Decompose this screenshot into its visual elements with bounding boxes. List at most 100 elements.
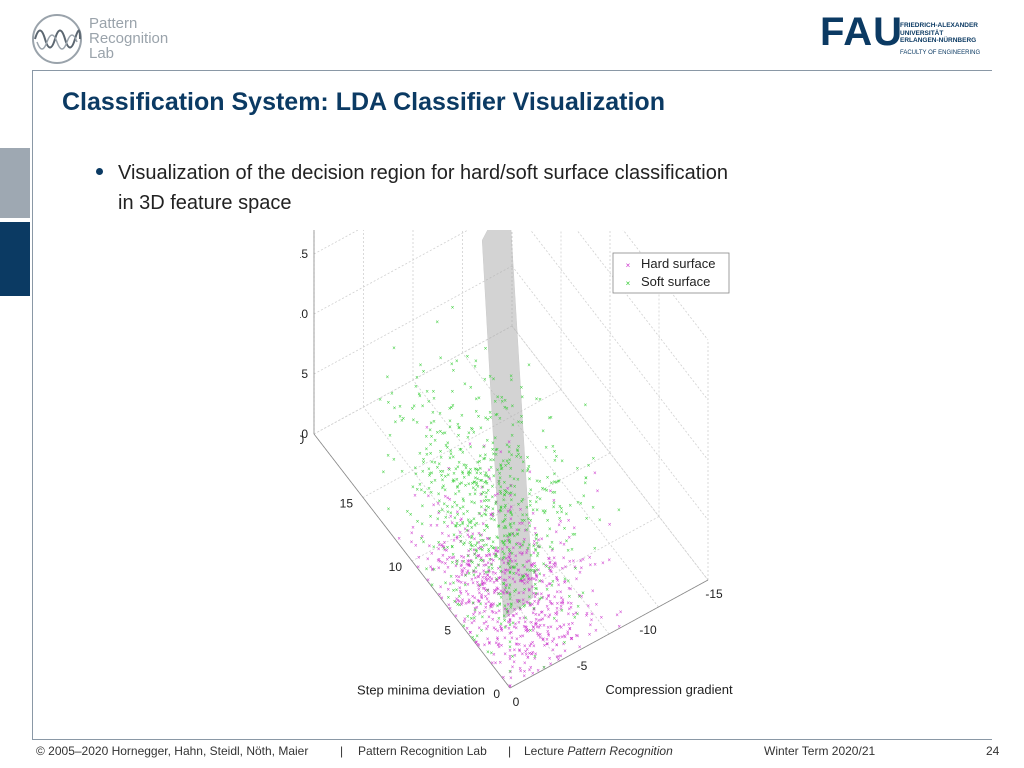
hard-surface-point: ×: [541, 610, 545, 616]
hard-surface-point: ×: [525, 551, 529, 557]
soft-surface-point: ×: [508, 445, 512, 451]
soft-surface-point: ×: [496, 536, 500, 542]
soft-surface-point: ×: [456, 423, 460, 429]
soft-surface-point: ×: [529, 488, 533, 494]
soft-surface-point: ×: [487, 547, 491, 553]
soft-surface-point: ×: [462, 624, 466, 630]
hard-surface-point: ×: [575, 577, 579, 583]
soft-surface-point: ×: [451, 545, 455, 551]
y-axis-line: [313, 433, 511, 689]
slide-title: Classification System: LDA Classifier Vi…: [62, 88, 665, 117]
soft-surface-point: ×: [458, 603, 462, 609]
hard-surface-point: ×: [520, 552, 524, 558]
soft-surface-point: ×: [450, 406, 454, 412]
hard-surface-point: ×: [588, 555, 592, 561]
hard-surface-point: ×: [505, 583, 509, 589]
soft-surface-point: ×: [528, 477, 532, 483]
soft-surface-point: ×: [569, 503, 573, 509]
soft-surface-point: ×: [520, 415, 524, 421]
hard-surface-point: ×: [545, 637, 549, 643]
hard-surface-point: ×: [459, 580, 463, 586]
hard-surface-point: ×: [562, 556, 566, 562]
soft-surface-point: ×: [475, 468, 479, 474]
soft-surface-point: ×: [438, 499, 442, 505]
hard-surface-point: ×: [542, 665, 546, 671]
soft-surface-point: ×: [475, 634, 479, 640]
soft-surface-point: ×: [465, 528, 469, 534]
hard-surface-point: ×: [494, 579, 498, 585]
hard-surface-point: ×: [548, 656, 552, 662]
soft-surface-point: ×: [460, 481, 464, 487]
hard-surface-point: ×: [410, 540, 414, 546]
hard-surface-point: ×: [523, 661, 527, 667]
soft-surface-point: ×: [429, 515, 433, 521]
soft-surface-point: ×: [520, 420, 524, 426]
hard-surface-point: ×: [485, 578, 489, 584]
soft-surface-point: ×: [528, 503, 532, 509]
hard-surface-point: ×: [556, 579, 560, 585]
lda-3d-scatter-plot: ××××××××××××××××××××××××××××××××××××××××…: [300, 230, 733, 709]
y-tick-label: 20: [300, 433, 304, 447]
hard-surface-point: ×: [478, 599, 482, 605]
soft-surface-point: ×: [444, 443, 448, 449]
soft-surface-point: ×: [480, 505, 484, 511]
z-tick-label: 15: [300, 247, 308, 261]
hard-surface-point: ×: [521, 551, 525, 557]
hard-surface-point: ×: [494, 588, 498, 594]
side-wall-grid-line: [576, 230, 709, 401]
hard-surface-point: ×: [525, 601, 529, 607]
hard-surface-point: ×: [494, 494, 498, 500]
lab-name-line-2: Recognition: [89, 31, 168, 46]
hard-surface-point: ×: [534, 622, 538, 628]
hard-surface-point: ×: [463, 581, 467, 587]
soft-surface-point: ×: [508, 540, 512, 546]
hard-surface-point: ×: [557, 636, 561, 642]
hard-surface-point: ×: [594, 628, 598, 634]
floor-grid-line: [363, 406, 560, 662]
hard-surface-point: ×: [496, 643, 500, 649]
footer-lab: Pattern Recognition Lab: [358, 744, 487, 758]
soft-surface-point: ×: [417, 392, 421, 398]
soft-surface-point: ×: [538, 579, 542, 585]
soft-surface-point: ×: [528, 543, 532, 549]
hard-surface-point: ×: [454, 564, 458, 570]
soft-surface-point: ×: [458, 523, 462, 529]
soft-surface-point: ×: [502, 552, 506, 558]
soft-surface-point: ×: [565, 539, 569, 545]
soft-surface-point: ×: [536, 545, 540, 551]
hard-surface-point: ×: [527, 628, 531, 634]
soft-surface-point: ×: [449, 452, 453, 458]
hard-surface-point: ×: [519, 669, 523, 675]
hard-surface-point: ×: [477, 574, 481, 580]
soft-surface-point: ×: [418, 451, 422, 457]
soft-surface-point: ×: [521, 498, 525, 504]
soft-surface-point: ×: [499, 505, 503, 511]
hard-surface-point: ×: [476, 575, 480, 581]
soft-surface-point: ×: [584, 481, 588, 487]
hard-surface-point: ×: [515, 626, 519, 632]
soft-surface-point: ×: [469, 559, 473, 565]
hard-surface-point: ×: [547, 594, 551, 600]
soft-surface-point: ×: [527, 363, 531, 369]
soft-surface-point: ×: [461, 450, 465, 456]
soft-surface-point: ×: [485, 524, 489, 530]
soft-surface-point: ×: [551, 445, 555, 451]
soft-surface-point: ×: [432, 545, 436, 551]
soft-surface-point: ×: [500, 540, 504, 546]
hard-surface-point: ×: [561, 567, 565, 573]
soft-surface-point: ×: [503, 619, 507, 625]
hard-surface-point: ×: [460, 573, 464, 579]
hard-surface-point: ×: [473, 619, 477, 625]
soft-surface-point: ×: [494, 554, 498, 560]
hard-surface-point: ×: [508, 508, 512, 514]
hard-surface-point: ×: [504, 569, 508, 575]
soft-surface-point: ×: [475, 521, 479, 527]
hard-surface-point: ×: [480, 533, 484, 539]
soft-surface-point: ×: [512, 477, 516, 483]
soft-surface-point: ×: [514, 588, 518, 594]
hard-surface-point: ×: [509, 551, 513, 557]
hard-surface-point: ×: [497, 645, 501, 651]
soft-surface-point: ×: [528, 568, 532, 574]
soft-surface-point: ×: [378, 398, 382, 404]
hard-surface-point: ×: [477, 626, 481, 632]
